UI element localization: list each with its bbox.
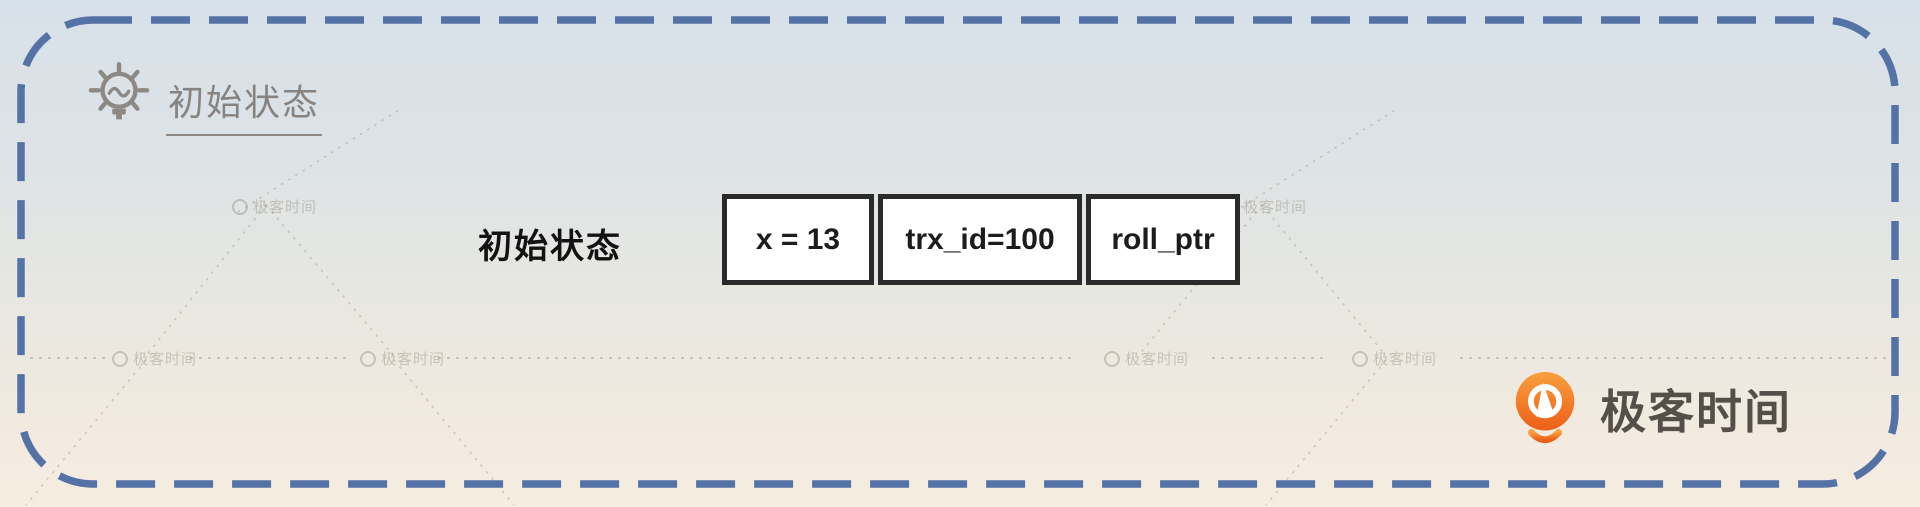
watermark-item: 极客时间: [112, 348, 197, 369]
watermark-q-icon: [360, 350, 376, 367]
record-cell-trx-id: trx_id=100: [878, 194, 1082, 285]
watermark-item: 极客时间: [360, 348, 445, 369]
watermark-text: 极客时间: [253, 199, 318, 216]
watermark-text: 极客时间: [1125, 351, 1190, 368]
watermark-dotted-line: [30, 357, 105, 359]
brand-icon: [1515, 371, 1575, 444]
watermark-dotted-line: [438, 357, 1076, 359]
lightbulb-icon: [88, 61, 150, 120]
brand-name: 极客时间: [1600, 386, 1792, 438]
watermark-dotted-line: [1212, 357, 1324, 359]
watermark-item: 极客时间: [1104, 348, 1189, 369]
header: 初始状态: [88, 60, 323, 138]
header-title: 初始状态: [166, 60, 323, 136]
record-cell-roll-ptr: roll_ptr: [1086, 194, 1240, 285]
watermark-item: 极客时间: [1352, 348, 1437, 369]
watermark-item: 极客时间: [232, 196, 317, 217]
watermark-q-icon: [232, 198, 248, 215]
watermark-text: 极客时间: [133, 351, 198, 368]
watermark-text: 极客时间: [1243, 199, 1308, 216]
watermark-q-icon: [112, 350, 128, 367]
row-label: 初始状态: [478, 228, 622, 266]
watermark-q-icon: [1104, 350, 1120, 367]
watermark-dotted-line: [1460, 357, 1888, 359]
brand-logo: 极客时间: [1508, 370, 1792, 448]
watermark-text: 极客时间: [381, 351, 446, 368]
record-cell-x: x = 13: [722, 194, 874, 285]
record-box: x = 13 trx_id=100 roll_ptr: [722, 194, 1240, 285]
watermark-dotted-line: [190, 357, 352, 359]
watermark-q-icon: [1352, 350, 1368, 367]
watermark-text: 极客时间: [1373, 351, 1438, 368]
